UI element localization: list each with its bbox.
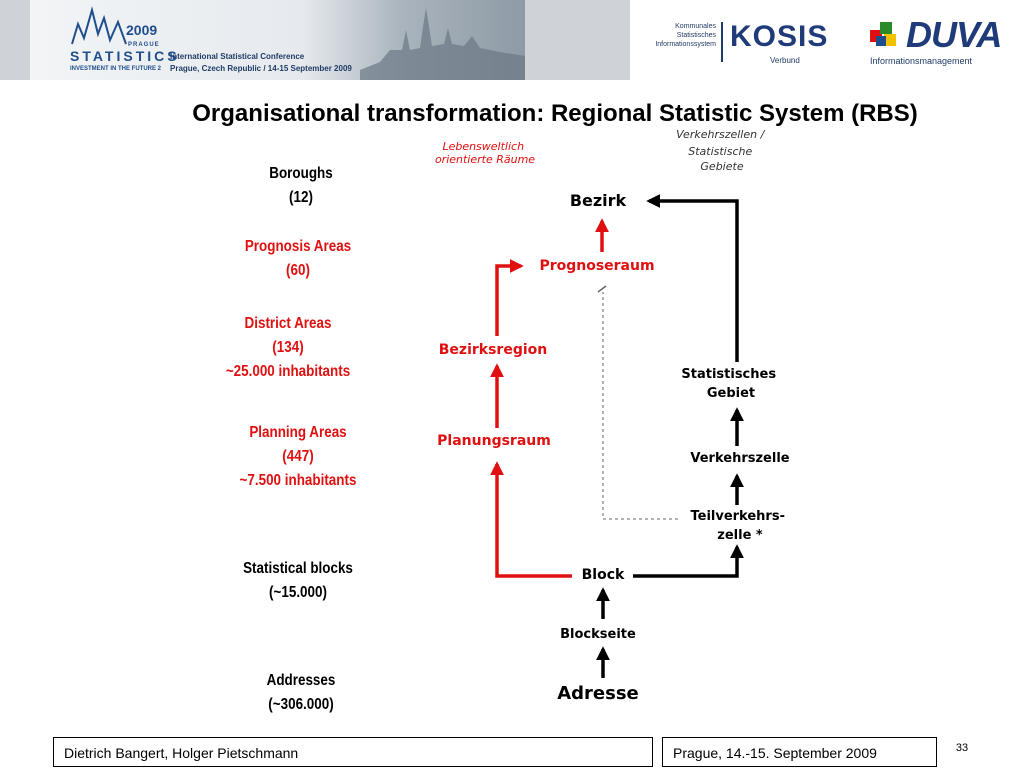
conference-year: 2009 bbox=[126, 22, 158, 38]
node-bezirk: Bezirk bbox=[570, 191, 627, 210]
kosis-separator bbox=[721, 22, 723, 62]
level-district-areas: District Areas (134) ~25.000 inhabitants bbox=[225, 315, 351, 380]
arrow-block-teilverkehrszelle bbox=[633, 544, 744, 578]
node-planungsraum: Planungsraum bbox=[437, 433, 551, 449]
level-boroughs: Boroughs (12) bbox=[269, 165, 333, 206]
footer-event: Prague, 14.-15. September 2009 bbox=[662, 737, 937, 767]
duva-cube-icon bbox=[870, 22, 896, 46]
annotation-verkehrszellen: Verkehrszellen / Statistische Gebiete bbox=[676, 128, 768, 173]
node-verkehrszelle: Verkehrszelle bbox=[690, 451, 789, 466]
castle-silhouette-icon bbox=[360, 8, 525, 80]
duva-subtitle: Informationsmanagement bbox=[870, 56, 973, 66]
footer-authors: Dietrich Bangert, Holger Pietschmann bbox=[53, 737, 653, 767]
node-teilverkehrszelle: Teilverkehrs- zelle * bbox=[690, 509, 789, 543]
annotation-lebensweltlich: Lebensweltlich orientierte Räume bbox=[435, 140, 535, 166]
conference-line-2: Prague, Czech Republic / 14-15 September… bbox=[170, 64, 352, 73]
partner-logos: Kommunales Statistisches Informationssys… bbox=[630, 0, 1024, 80]
header-bar: 2009 PRAGUE STATISTICS INVESTMENT IN THE… bbox=[0, 0, 1024, 80]
kosis-logo: KOSIS bbox=[730, 20, 829, 53]
arrow-bezirksregion-prognoseraum bbox=[495, 259, 524, 336]
level-statistical-blocks: Statistical blocks (~15.000) bbox=[243, 560, 353, 601]
arrow-statistisches-gebiet-bezirk bbox=[646, 194, 739, 362]
duva-logo: DUVA bbox=[906, 14, 1002, 55]
skyline-chart-icon bbox=[71, 6, 127, 45]
node-bezirksregion: Bezirksregion bbox=[439, 342, 547, 358]
level-planning-areas: Planning Areas (447) ~7.500 inhabitants bbox=[239, 424, 357, 489]
conference-city: PRAGUE bbox=[128, 42, 160, 48]
dotted-link-teilverkehrszelle-prognoseraum bbox=[602, 292, 678, 520]
page-number: 33 bbox=[955, 742, 969, 754]
node-prognoseraum: Prognoseraum bbox=[539, 258, 654, 274]
kosis-verbund: Verbund bbox=[770, 56, 800, 65]
node-blockseite: Blockseite bbox=[560, 627, 636, 642]
arrow-block-planungsraum bbox=[490, 461, 572, 578]
node-statistisches-gebiet: Statistisches Gebiet bbox=[681, 367, 780, 401]
conference-tagline: INVESTMENT IN THE FUTURE 2 bbox=[70, 66, 162, 72]
slide-title: Organisational transformation: Regional … bbox=[192, 100, 918, 127]
node-block: Block bbox=[582, 567, 625, 583]
level-addresses: Addresses (~306.000) bbox=[266, 672, 336, 713]
node-adresse: Adresse bbox=[557, 683, 639, 704]
conference-line-1: International Statistical Conference bbox=[170, 52, 305, 61]
level-prognosis-areas: Prognosis Areas (60) bbox=[244, 238, 352, 279]
kosis-subtitle: Kommunales Statistisches Informationssys… bbox=[655, 23, 716, 48]
conference-banner: 2009 PRAGUE STATISTICS INVESTMENT IN THE… bbox=[30, 0, 525, 80]
conference-name: STATISTICS bbox=[70, 48, 180, 64]
dotted-link-tick bbox=[597, 285, 607, 293]
